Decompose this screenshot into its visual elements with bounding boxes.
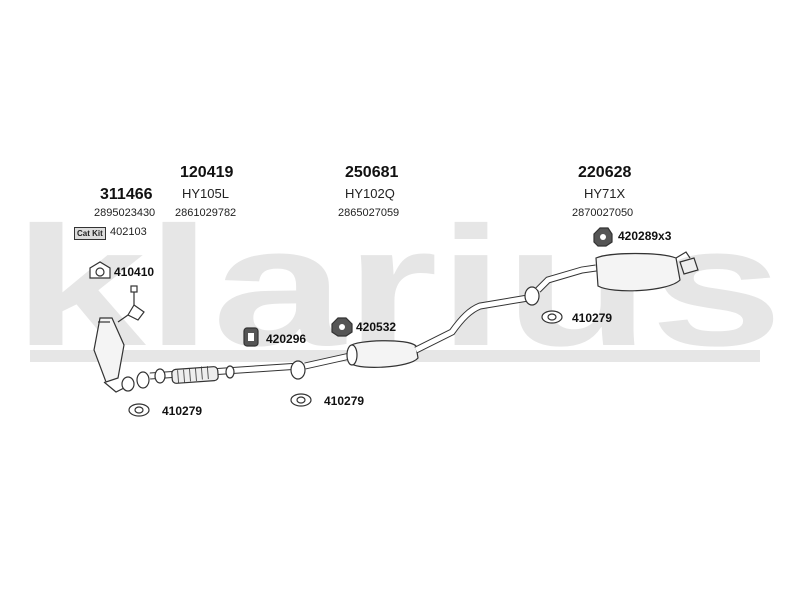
oe-number-120419: 2861029782 [175, 207, 237, 219]
part-number-120419[interactable]: 120419 [180, 164, 234, 181]
catalytic-converter[interactable] [93, 317, 135, 393]
gasket-410279-mid-icon [290, 393, 312, 407]
part-number-220628[interactable]: 220628 [578, 164, 632, 181]
part-code-250681: HY102Q [345, 186, 395, 201]
flange-gasket [136, 371, 150, 389]
part-number-311466[interactable]: 311466 [100, 186, 153, 203]
fitting-420296[interactable]: 420296 [266, 332, 307, 346]
fitting-410410[interactable]: 410410 [114, 265, 155, 279]
oe-number-220628: 2870027050 [572, 207, 634, 219]
cat-kit-number[interactable]: 402103 [110, 226, 147, 238]
fitting-410279-mid[interactable]: 410279 [324, 394, 365, 408]
rear-joint [524, 286, 540, 306]
middle-pipe[interactable] [304, 294, 529, 370]
fitting-410279-left[interactable]: 410279 [162, 404, 203, 418]
oe-number-311466: 2895023430 [94, 207, 156, 219]
mount-420289-icon [593, 227, 613, 247]
front-pipe[interactable] [149, 362, 301, 384]
part-number-250681[interactable]: 250681 [345, 164, 399, 181]
part-code-120419: HY105L [182, 186, 229, 201]
fitting-420532[interactable]: 420532 [356, 320, 397, 334]
pipe-joint [290, 360, 306, 380]
gasket-410410-icon [89, 261, 111, 279]
lambda-sensor-icon [117, 285, 145, 323]
oe-number-250681: 2865027059 [338, 207, 400, 219]
mount-420296-icon [243, 327, 259, 347]
fitting-410279-right[interactable]: 410279 [572, 311, 613, 325]
cat-kit-badge: Cat Kit [74, 227, 106, 240]
mount-420532-icon [331, 317, 353, 337]
rear-silencer[interactable] [535, 251, 699, 293]
part-code-220628: HY71X [584, 186, 626, 201]
gasket-410279-left-icon [128, 403, 150, 417]
gasket-410279-right-icon [541, 310, 563, 324]
fitting-420289x3[interactable]: 420289x3 [618, 229, 672, 243]
